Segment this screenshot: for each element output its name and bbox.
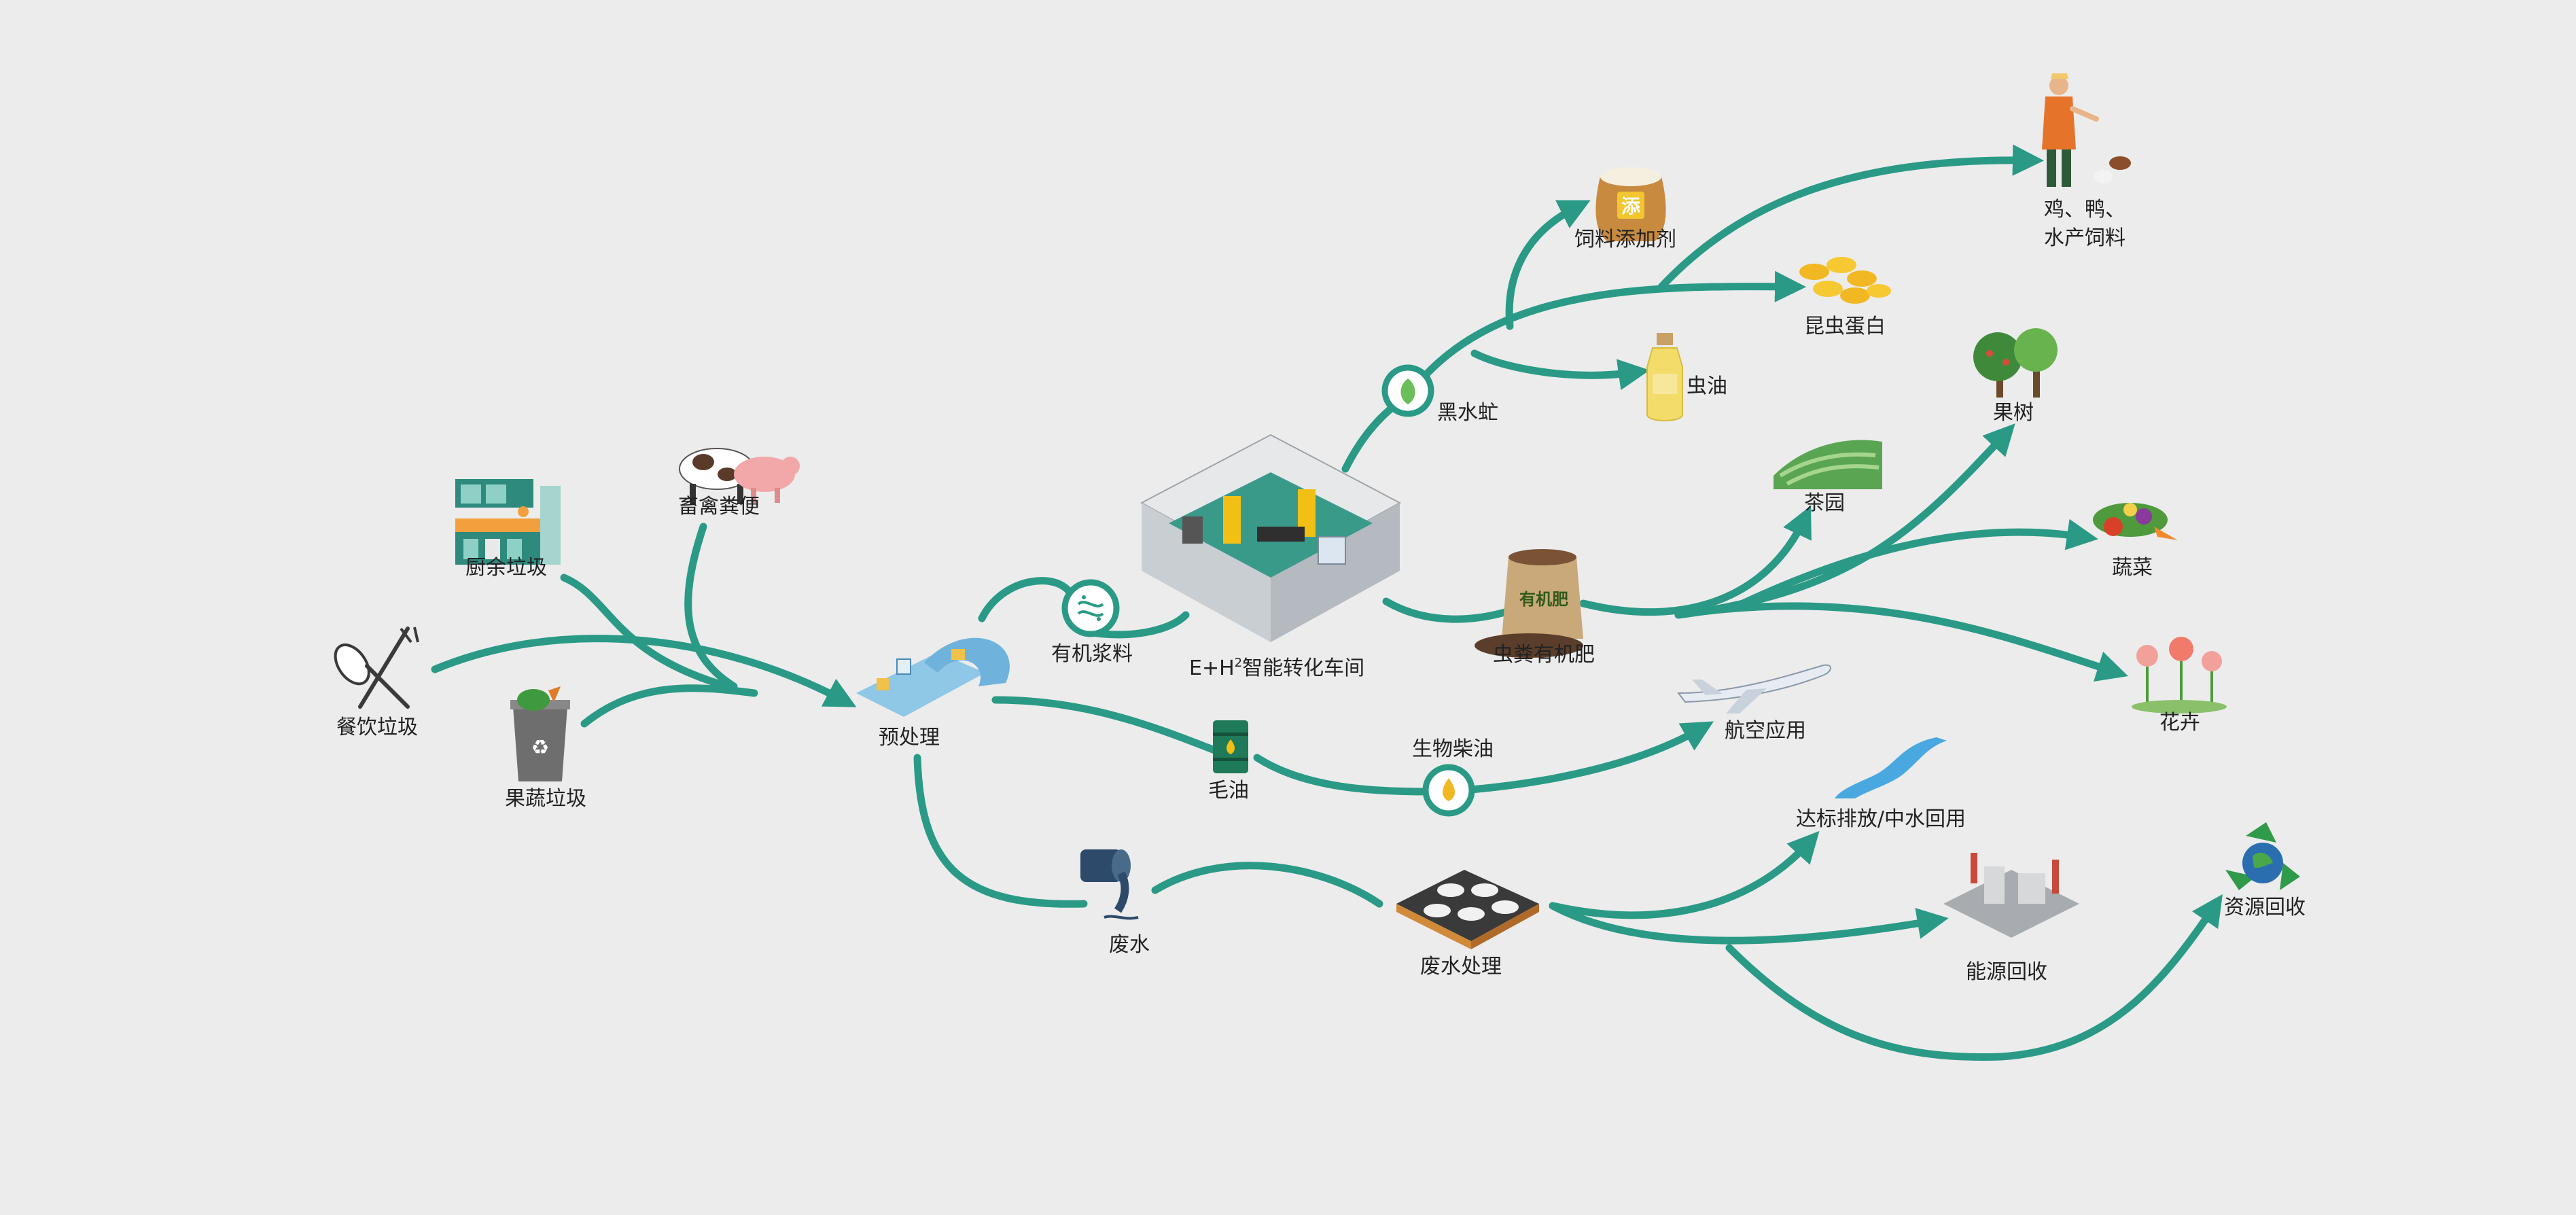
feed-additive-mark: 添 — [1621, 195, 1641, 217]
pretreatment-machine-icon — [856, 637, 1010, 717]
flow-pretreatment-to-slurry — [978, 577, 1078, 622]
label-vegetables: 蔬菜 — [2112, 556, 2153, 580]
factory-workshop-icon — [1140, 434, 1402, 642]
river-icon — [1835, 737, 1947, 798]
label-workshop: E+H2智能转化车间 — [1189, 656, 1364, 680]
label-insect-protein: 昆虫蛋白 — [1804, 315, 1886, 338]
cutlery-icon — [334, 627, 419, 709]
label-poultry-feed-line1: 鸡、鸭、 — [2044, 198, 2125, 222]
label-feed-additive: 饲料添加剂 — [1574, 228, 1676, 251]
energy-plant-icon — [1943, 853, 2079, 938]
flow-manure-to-pretreatment — [684, 523, 738, 690]
label-resource-recycling: 资源回收 — [2224, 896, 2306, 919]
label-kitchen-waste: 厨余垃圾 — [465, 556, 547, 580]
label-aviation: 航空应用 — [1725, 719, 1806, 743]
flow-bsf-main — [1419, 270, 1807, 381]
label-livestock-manure: 畜禽粪便 — [678, 495, 760, 518]
flow-frass-to-flowers — [1674, 602, 2129, 682]
label-fruit-veg-waste: 果蔬垃圾 — [505, 787, 586, 811]
fruit-veg-bin-icon: ♻ — [510, 686, 570, 781]
organic-slurry-badge — [1061, 579, 1120, 637]
wastewater-treatment-plant-icon — [1396, 870, 1539, 949]
flow-workshop-to-frass — [1382, 597, 1516, 623]
label-energy-recovery: 能源回收 — [1966, 960, 2047, 984]
label-catering-waste: 餐饮垃圾 — [336, 716, 418, 739]
biodiesel-badge — [1422, 764, 1475, 817]
label-frass-fertilizer: 虫粪有机肥 — [1493, 643, 1595, 667]
label-insect-oil: 虫油 — [1687, 374, 1727, 398]
black-soldier-fly-badge — [1381, 364, 1434, 417]
recycling-icon — [2225, 822, 2300, 890]
flow-to-feed-additive — [1505, 200, 1591, 330]
svg-text:♻: ♻ — [531, 736, 550, 760]
label-wastewater: 废水 — [1109, 933, 1150, 957]
airplane-icon — [1676, 664, 1831, 714]
vegetables-icon — [2093, 503, 2178, 540]
tea-garden-icon — [1774, 440, 1882, 489]
node-labels: 餐饮垃圾 厨余垃圾 畜禽粪便 果蔬垃圾 预处理 有机浆料 E+H2智能转化车间 … — [336, 198, 2306, 984]
label-organic-slurry: 有机浆料 — [1051, 642, 1133, 666]
label-tea-garden: 茶园 — [1804, 491, 1845, 515]
flow-to-insect-oil — [1470, 349, 1650, 391]
flow-frass-to-vegetables — [1729, 518, 2098, 612]
flowers-icon — [2132, 637, 2227, 714]
flow-pretreatment-to-crude-oil — [991, 696, 1220, 755]
label-pretreatment: 预处理 — [879, 726, 940, 750]
fruit-trees-icon — [1973, 328, 2058, 398]
flow-crude-oil-to-biodiesel — [1253, 754, 1431, 796]
flow-kitchen-to-pretreatment — [560, 574, 731, 690]
label-fruit-trees: 果树 — [1993, 401, 2034, 425]
flow-treatment-to-resource — [1725, 894, 2223, 1061]
flow-pretreatment-to-wastewater — [913, 754, 1088, 908]
fertilizer-sack-icon: 有机肥 — [1475, 549, 1583, 658]
wastewater-pipe-icon — [1080, 849, 1139, 920]
flow-treatment-to-energy — [1549, 902, 1949, 945]
label-flowers: 花卉 — [2159, 711, 2200, 735]
label-black-soldier-fly: 黑水虻 — [1437, 401, 1498, 425]
label-biodiesel: 生物柴油 — [1412, 737, 1494, 761]
flow-to-poultry-feed — [1657, 144, 2045, 291]
flow-biodiesel-to-aviation — [1467, 721, 1714, 794]
fertilizer-sack-label: 有机肥 — [1519, 590, 1568, 609]
feed-additive-bag-icon: 添 — [1595, 167, 1666, 241]
crude-oil-barrel-icon — [1213, 720, 1248, 773]
pig-and-cow-icon — [679, 448, 800, 504]
flow-treatment-to-discharge — [1549, 830, 1820, 919]
label-wastewater-treatment: 废水处理 — [1420, 955, 1502, 979]
insect-oil-bottle-icon — [1646, 333, 1683, 421]
flow-fruitveg-to-pretreatment — [580, 684, 758, 728]
insect-protein-icon — [1799, 257, 1891, 304]
label-crude-oil: 毛油 — [1208, 779, 1249, 803]
label-discharge-reuse: 达标排放/中水回用 — [1796, 807, 1966, 831]
kitchen-icon — [455, 479, 561, 565]
flow-wastewater-to-treatment — [1151, 862, 1383, 908]
flow-frass-to-tea — [1579, 506, 1812, 616]
label-poultry-feed-line2: 水产饲料 — [2044, 226, 2125, 250]
farmer-feeding-chickens-icon — [2042, 73, 2131, 187]
